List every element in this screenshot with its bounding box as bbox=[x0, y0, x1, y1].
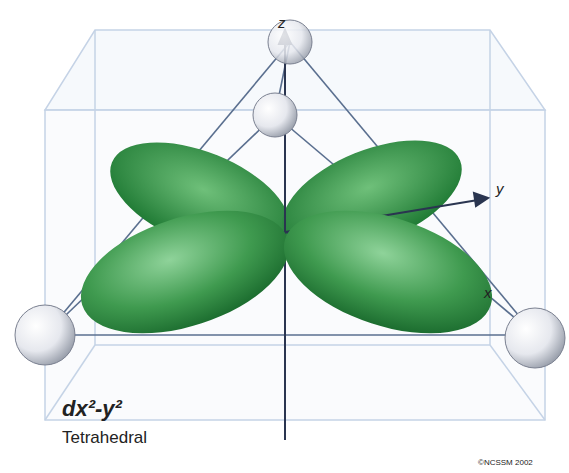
watermark: ©NCSSM 2002 bbox=[478, 458, 533, 467]
axis-label: z bbox=[278, 14, 286, 31]
orbital-lobes-front bbox=[66, 187, 508, 356]
axis-label: x bbox=[484, 284, 492, 301]
ligand-spheres bbox=[15, 20, 565, 368]
geometry-name: Tetrahedral bbox=[62, 428, 147, 448]
orbital-name: dx²-y² bbox=[62, 396, 122, 422]
axis-label: y bbox=[496, 180, 504, 197]
cube-outline bbox=[45, 30, 545, 420]
